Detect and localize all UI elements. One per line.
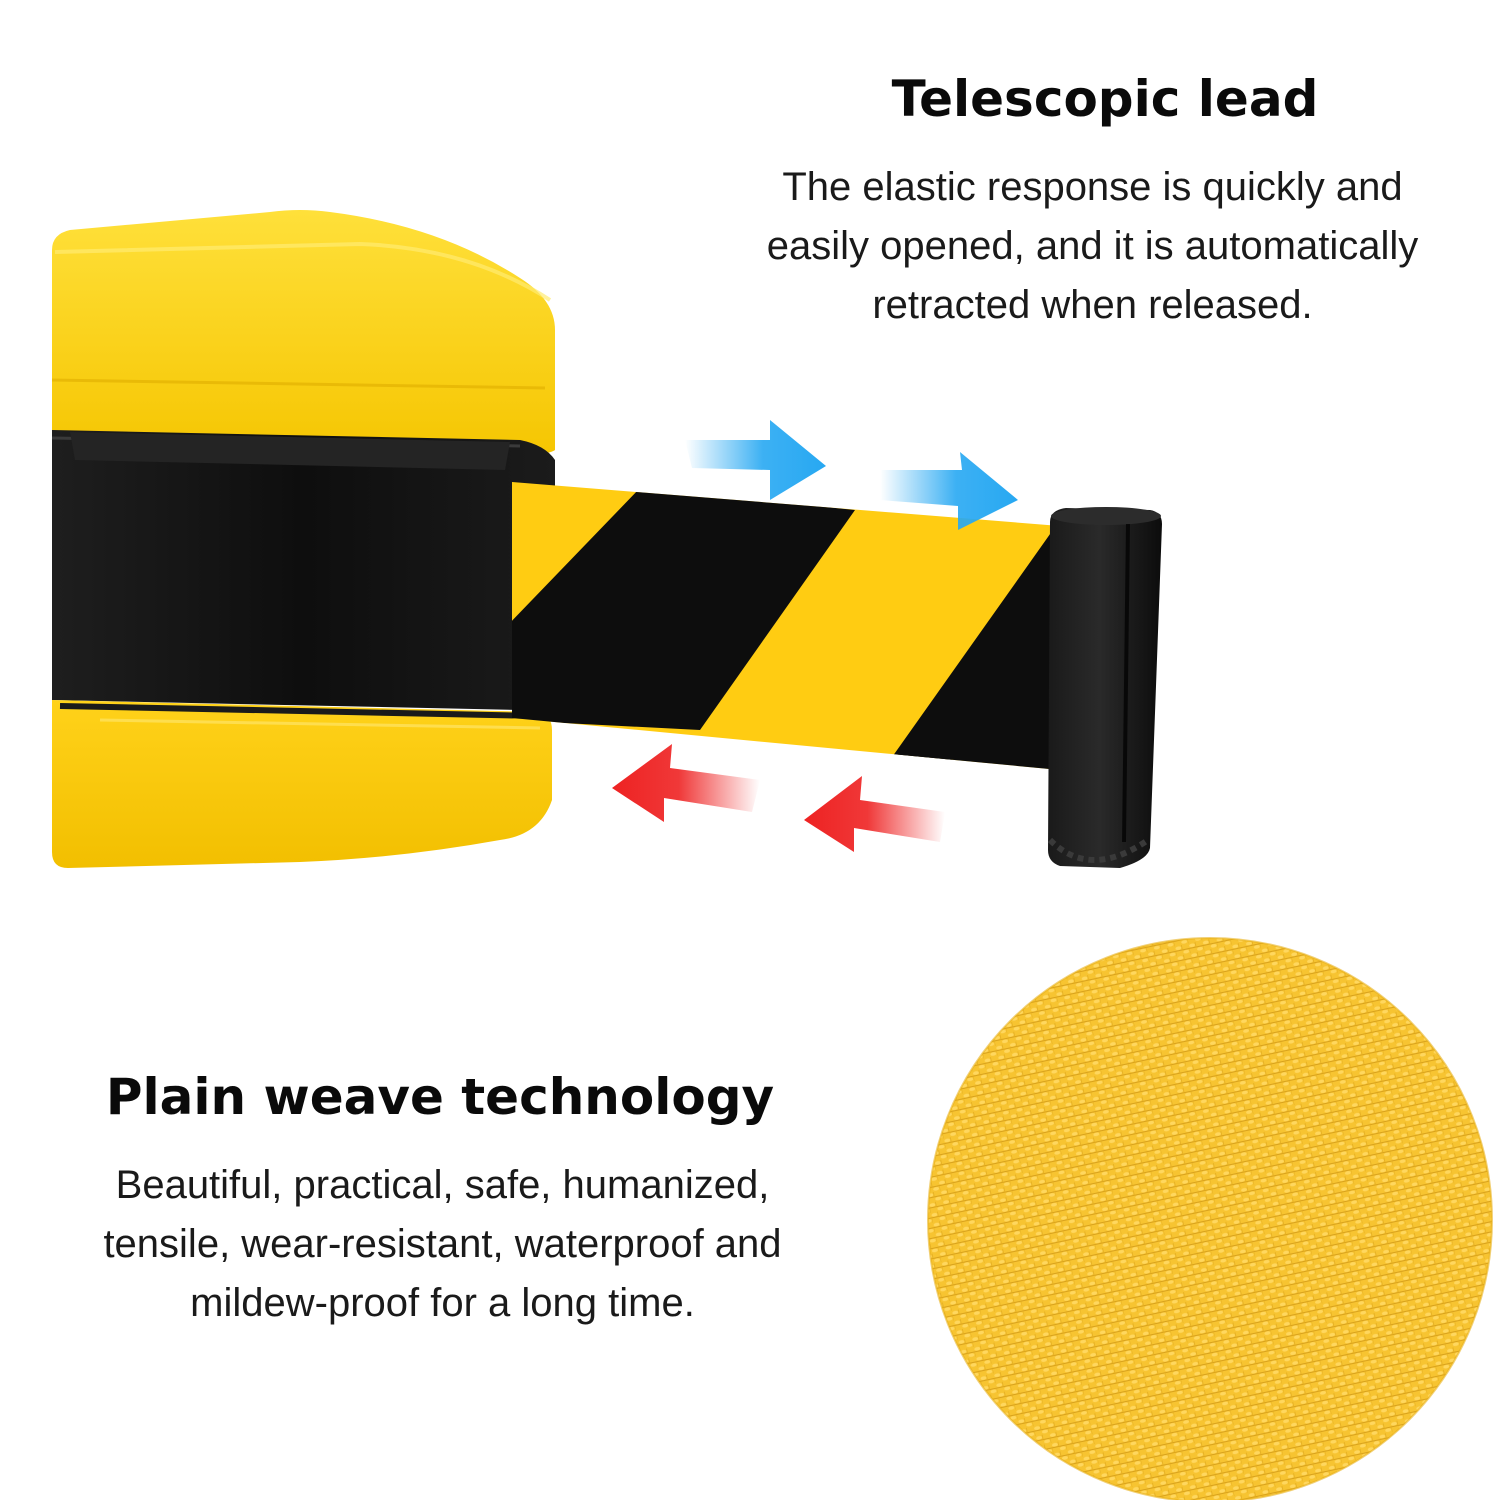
barrier-tape [512, 482, 1060, 770]
telescopic-lead-description: The elastic response is quickly and easi… [766, 165, 1419, 327]
plain-weave-description: Beautiful, practical, safe, humanized, t… [103, 1163, 782, 1325]
housing-top [51, 210, 555, 462]
arrow-left-icon [612, 744, 945, 852]
housing-bottom [52, 700, 552, 868]
fabric-swatch [927, 937, 1493, 1500]
telescopic-lead-title: Telescopic lead [891, 70, 1319, 128]
housing-band [51, 430, 555, 710]
arrow-right-icon [685, 420, 1018, 530]
tape-end-clip [1047, 507, 1162, 868]
plain-weave-title: Plain weave technology [105, 1068, 775, 1126]
